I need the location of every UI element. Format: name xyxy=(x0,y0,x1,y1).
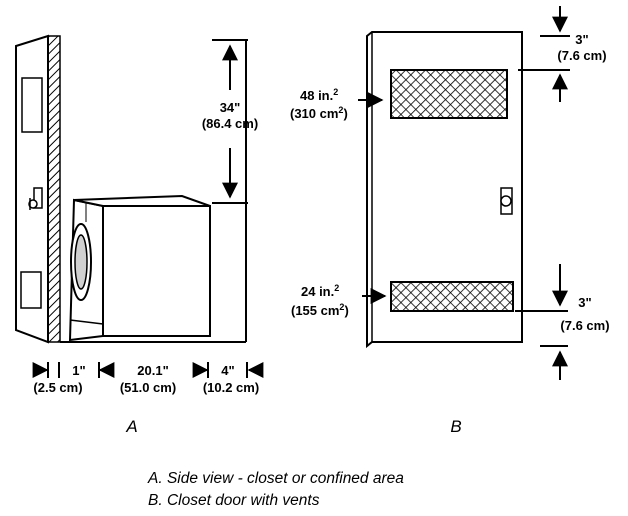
caption-b: B. Closet door with vents xyxy=(148,492,320,509)
door-lower-vent xyxy=(20,271,42,309)
caption-a: A. Side view - closet or confined area xyxy=(147,470,404,487)
door-vents-figure: 48 in.2 (310 cm2) 24 in.2 (155 cm2) 3" (… xyxy=(290,6,610,436)
bottom-vent-area: 24 in.2 (155 cm2) xyxy=(291,283,387,318)
dryer-depth-metric: (51.0 cm) xyxy=(120,380,176,395)
figure-b-label: B xyxy=(450,417,461,436)
top-clearance-dimension: 3" (7.6 cm) xyxy=(518,6,607,102)
rear-gap-imperial: 4" xyxy=(221,363,234,378)
top-vent xyxy=(390,69,508,119)
door-handle-icon xyxy=(500,187,513,215)
closet-door-side xyxy=(15,34,49,344)
dryer-depth-imperial: 20.1" xyxy=(137,363,168,378)
bottom-vent-area-metric: (155 cm xyxy=(291,303,339,318)
svg-text:48 in.2: 48 in.2 xyxy=(300,87,338,103)
bottom-vent xyxy=(390,281,514,312)
svg-text:24 in.2: 24 in.2 xyxy=(301,283,339,299)
svg-text:(310 cm2): (310 cm2) xyxy=(290,105,348,121)
side-gap-imperial: 1" xyxy=(72,363,85,378)
top-clearance-metric: (7.6 cm) xyxy=(557,48,606,63)
closet-wall-hatched xyxy=(47,35,61,343)
dryer-illustration xyxy=(66,194,211,343)
top-vent-area-metric: (310 cm xyxy=(290,106,338,121)
bottom-clearance-imperial: 3" xyxy=(578,295,591,310)
door-handle-icon xyxy=(28,187,43,210)
height-metric: (86.4 cm) xyxy=(202,116,258,131)
svg-text:(155 cm2): (155 cm2) xyxy=(291,302,349,318)
height-imperial: 34" xyxy=(220,100,241,115)
top-vent-area: 48 in.2 (310 cm2) xyxy=(290,87,384,121)
bottom-clearance-metric: (7.6 cm) xyxy=(560,318,609,333)
figure-a-label: A xyxy=(125,417,137,436)
width-dimensions: 1" (2.5 cm) 20.1" (51.0 cm) 4" (10.2 cm) xyxy=(32,362,264,395)
rear-gap-metric: (10.2 cm) xyxy=(203,380,259,395)
door-upper-vent xyxy=(21,77,43,133)
top-vent-area-imperial: 48 in. xyxy=(300,88,333,103)
bottom-vent-area-imperial: 24 in. xyxy=(301,284,334,299)
bottom-clearance-dimension: 3" (7.6 cm) xyxy=(515,264,610,380)
side-view-figure: 34" (86.4 cm) 1" (2.5 cm) 20.1" (51.0 cm… xyxy=(15,34,264,436)
side-gap-metric: (2.5 cm) xyxy=(33,380,82,395)
height-dimension: 34" (86.4 cm) xyxy=(202,39,258,204)
top-clearance-imperial: 3" xyxy=(575,32,588,47)
